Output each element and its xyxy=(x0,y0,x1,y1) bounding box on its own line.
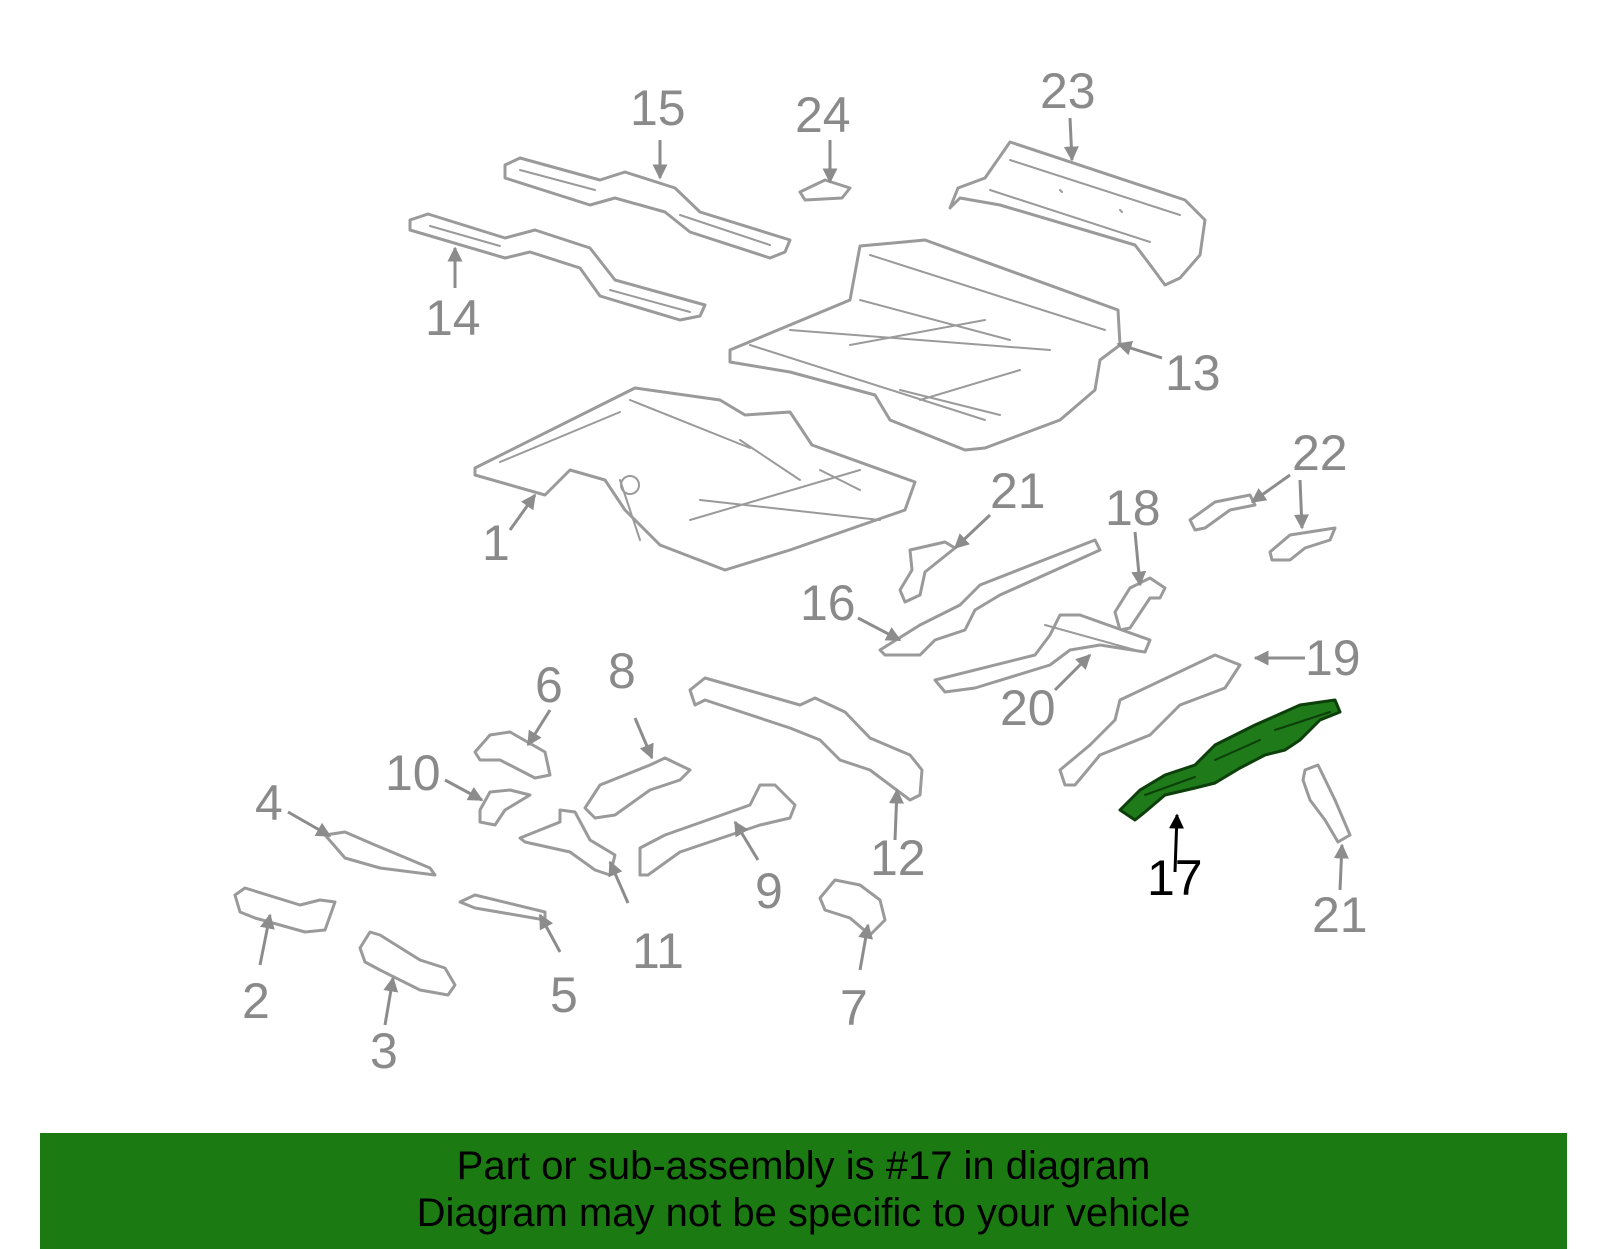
part-22-bracket-a[interactable] xyxy=(1188,493,1257,532)
leader-lines xyxy=(258,117,1349,1026)
callout-21a: 21 xyxy=(990,463,1046,519)
callout-8: 8 xyxy=(608,643,636,699)
leader-8 xyxy=(633,717,654,760)
callout-16: 16 xyxy=(800,575,856,631)
leader-10 xyxy=(444,778,484,802)
callout-21b: 21 xyxy=(1312,887,1368,943)
callout-18: 18 xyxy=(1105,480,1161,536)
callout-19: 19 xyxy=(1305,630,1361,686)
part-19-rail[interactable] xyxy=(1058,653,1242,787)
callout-24: 24 xyxy=(795,87,851,143)
leader-2 xyxy=(258,913,275,966)
part-2-bracket[interactable] xyxy=(233,886,337,934)
callout-12: 12 xyxy=(870,830,926,886)
part-4-rail[interactable] xyxy=(323,830,437,877)
info-banner: Part or sub-assembly is #17 in diagram D… xyxy=(40,1133,1567,1249)
leader-18 xyxy=(1131,531,1147,587)
leader-21a xyxy=(953,513,992,550)
part-22-bracket-b[interactable] xyxy=(1268,526,1337,562)
leader-22b xyxy=(1293,479,1309,530)
part-24-plate[interactable] xyxy=(798,178,852,202)
callout-4: 4 xyxy=(255,775,283,831)
leader-12 xyxy=(888,788,904,841)
leader-7 xyxy=(858,923,874,971)
callout-17: 17 xyxy=(1147,850,1203,906)
part-14-rail[interactable] xyxy=(408,212,707,322)
callout-2: 2 xyxy=(242,973,270,1029)
callout-20: 20 xyxy=(1000,680,1056,736)
callout-5: 5 xyxy=(550,967,578,1023)
leader-3 xyxy=(383,976,399,1026)
leader-17 xyxy=(1169,813,1185,873)
callout-14: 14 xyxy=(425,290,481,346)
callout-10: 10 xyxy=(385,745,441,801)
callout-7: 7 xyxy=(840,980,868,1036)
leader-1 xyxy=(508,493,537,531)
part-13-rear-floor[interactable] xyxy=(728,238,1122,452)
banner-line-2: Diagram may not be specific to your vehi… xyxy=(416,1191,1191,1235)
part-1-front-floor[interactable] xyxy=(473,386,917,572)
part-16-rail[interactable] xyxy=(878,538,1102,657)
part-3-bracket[interactable] xyxy=(358,930,457,997)
part-10-bracket[interactable] xyxy=(478,788,532,827)
callout-6: 6 xyxy=(535,657,563,713)
part-17-rail-highlighted[interactable] xyxy=(1118,698,1342,822)
part-18-crossmember[interactable] xyxy=(1113,576,1167,632)
callout-9: 9 xyxy=(755,863,783,919)
leader-5 xyxy=(538,913,562,953)
part-23-rear-panel[interactable] xyxy=(948,140,1207,287)
part-11-brace[interactable] xyxy=(518,808,617,877)
leader-4 xyxy=(287,810,332,838)
leader-22a xyxy=(1250,473,1291,504)
leader-23 xyxy=(1063,117,1079,162)
leader-11 xyxy=(608,860,630,904)
part-8-brace[interactable] xyxy=(583,756,692,820)
callout-22: 22 xyxy=(1292,425,1348,481)
leader-20 xyxy=(1053,653,1092,692)
callout-11: 11 xyxy=(632,923,684,979)
callout-15: 15 xyxy=(630,80,686,136)
part-15-rail[interactable] xyxy=(503,156,792,260)
leader-13 xyxy=(1116,340,1163,360)
part-21-bracket-upper[interactable] xyxy=(898,540,957,604)
callout-1: 1 xyxy=(482,515,510,571)
callout-3: 3 xyxy=(370,1023,398,1079)
part-12-rail[interactable] xyxy=(688,676,924,802)
callout-13: 13 xyxy=(1165,345,1221,401)
leader-16 xyxy=(857,616,902,642)
part-7-bracket[interactable] xyxy=(818,878,887,937)
part-6-bracket[interactable] xyxy=(473,730,552,780)
part-9-rail[interactable] xyxy=(638,783,797,877)
part-5-rail[interactable] xyxy=(458,893,547,922)
callout-labels: 15 24 23 14 13 1 21 18 22 16 19 20 17 21… xyxy=(242,63,1368,1079)
leader-9 xyxy=(733,820,760,861)
callout-23: 23 xyxy=(1040,63,1096,119)
banner-line-1: Part or sub-assembly is #17 in diagram xyxy=(456,1144,1151,1188)
leader-6 xyxy=(526,709,552,747)
part-20-rail[interactable] xyxy=(933,613,1152,694)
part-21-bracket-lower[interactable] xyxy=(1301,763,1352,844)
leader-21b xyxy=(1333,843,1349,891)
